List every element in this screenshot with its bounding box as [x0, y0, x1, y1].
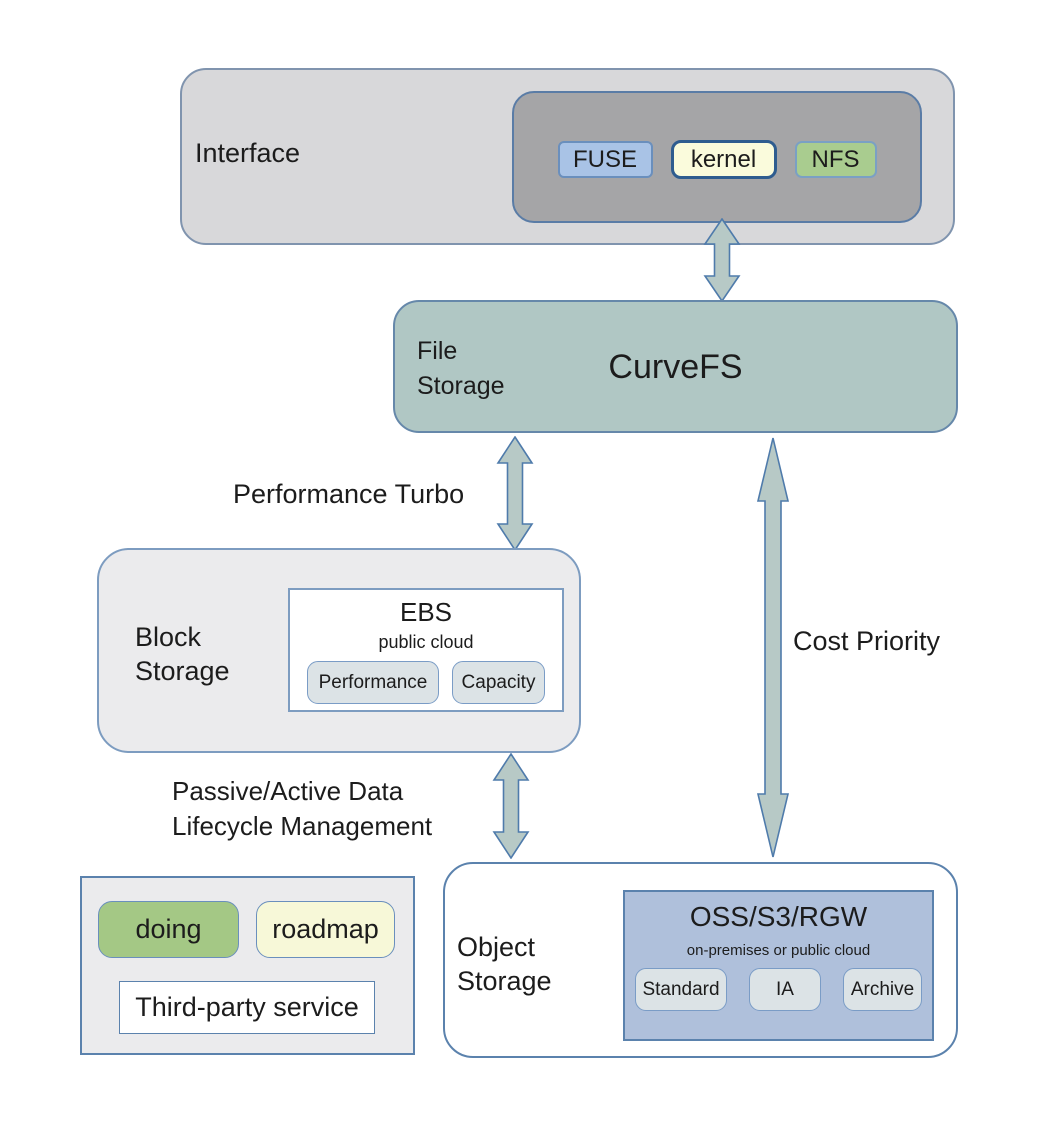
oss-box: OSS/S3/RGW on-premises or public cloud S…: [623, 890, 934, 1041]
chip-performance: Performance: [307, 661, 439, 704]
chip-nfs: NFS: [794, 141, 877, 178]
legend-chip-roadmap: roadmap: [256, 901, 395, 958]
oss-title: OSS/S3/RGW: [689, 901, 868, 932]
ebs-chip-row: Performance Capacity: [290, 661, 562, 704]
block-storage-box: Block Storage EBS public cloud Performan…: [97, 548, 581, 753]
curvefs-title: CurveFS: [608, 348, 743, 386]
chip-standard: Standard: [635, 968, 727, 1011]
lifecycle-label-line2: Lifecycle Management: [172, 811, 433, 841]
file-storage-label: File Storage: [417, 334, 505, 404]
performance-turbo-label: Performance Turbo: [233, 479, 465, 509]
file-storage-label-line2: Storage: [417, 372, 505, 400]
block-storage-label: Block Storage: [135, 620, 230, 688]
oss-subtitle: on-premises or public cloud: [686, 942, 871, 959]
curvefs-objectstorage-arrow-icon: [756, 437, 790, 858]
lifecycle-management-label: Passive/Active Data Lifecycle Management: [172, 774, 432, 844]
object-storage-label-line1: Object: [457, 932, 536, 962]
chip-archive: Archive: [843, 968, 922, 1011]
oss-chip-row: Standard IA Archive: [625, 968, 932, 1011]
chip-fuse: FUSE: [557, 141, 653, 178]
file-storage-label-line1: File: [417, 337, 458, 365]
chip-kernel: kernel: [670, 140, 777, 179]
legend-chip-doing: doing: [98, 901, 239, 958]
legend-box: doing roadmap Third-party service: [80, 876, 415, 1055]
block-storage-label-line1: Block: [135, 622, 202, 652]
ebs-subtitle: public cloud: [378, 632, 474, 652]
chip-capacity: Capacity: [452, 661, 545, 704]
curvefs-blockstorage-arrow-icon: [496, 436, 534, 551]
blockstorage-objectstorage-arrow-icon: [492, 753, 530, 859]
lifecycle-label-line1: Passive/Active Data: [172, 776, 404, 806]
interface-inner-box: FUSE kernel NFS: [512, 91, 922, 223]
object-storage-label-line2: Storage: [457, 966, 552, 996]
chip-ia: IA: [749, 968, 821, 1011]
ebs-title: EBS: [399, 597, 453, 627]
ebs-box: EBS public cloud Performance Capacity: [288, 588, 564, 712]
curvefs-box: File Storage CurveFS: [393, 300, 958, 433]
object-storage-label: Object Storage: [457, 930, 552, 998]
cost-priority-label: Cost Priority: [793, 626, 941, 656]
interface-chip-row: FUSE kernel NFS: [514, 140, 920, 179]
object-storage-box: Object Storage OSS/S3/RGW on-premises or…: [443, 862, 958, 1058]
interface-label: Interface: [195, 138, 301, 168]
legend-third-party-box: Third-party service: [119, 981, 375, 1034]
interface-curvefs-arrow-icon: [703, 218, 741, 302]
interface-box: Interface FUSE kernel NFS: [180, 68, 955, 245]
block-storage-label-line2: Storage: [135, 656, 230, 686]
